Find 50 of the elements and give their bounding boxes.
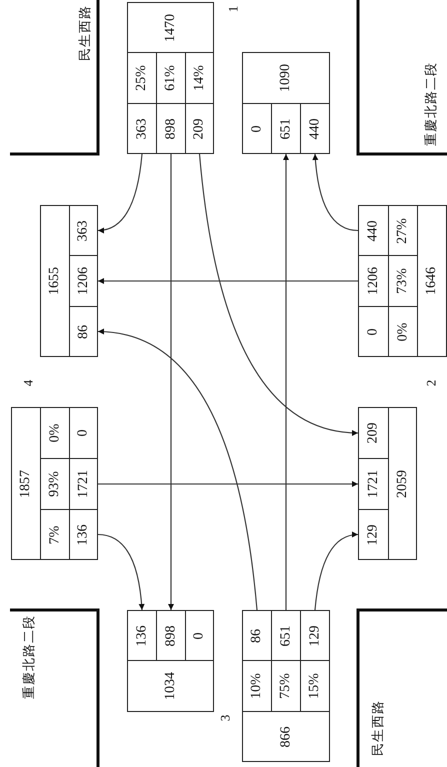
table-cell: 0 [185, 610, 214, 661]
table-cell: 136 [127, 610, 157, 661]
count-table [358, 407, 417, 560]
arrow [98, 481, 358, 487]
table-cell: 2059 [388, 407, 417, 560]
table-cell: 363 [69, 205, 98, 256]
street-name: 重慶北路二段 [20, 615, 37, 699]
curved-arrow [98, 154, 143, 233]
table-cell: 1857 [11, 407, 41, 560]
count-table [40, 205, 98, 357]
curved-arrow [98, 534, 144, 610]
count-table [127, 610, 214, 712]
table-cell: 1034 [127, 660, 214, 712]
approach-number: 2 [423, 380, 439, 386]
curved-arrow [314, 532, 358, 610]
table-cell: 866 [242, 711, 330, 762]
table-cell: 0 [242, 103, 272, 154]
table-cell: 209 [358, 407, 389, 459]
table-cell: 129 [358, 509, 389, 560]
count-table [358, 205, 447, 357]
table-cell: 440 [300, 103, 330, 154]
street-name: 民生西路 [369, 700, 386, 756]
table-cell: 86 [242, 610, 272, 661]
table-cell: 1655 [40, 205, 70, 357]
table-cell: 129 [300, 610, 330, 661]
approach-number: 4 [20, 380, 36, 386]
table-cell: 86 [69, 306, 98, 357]
table-cell: 0 [69, 407, 98, 459]
street-name: 重慶北路二段 [422, 62, 439, 146]
count-table [242, 610, 330, 762]
curved-arrow [198, 154, 358, 436]
approach-number: 1 [225, 6, 241, 12]
table-cell: 440 [358, 205, 389, 256]
table-cell: 1470 [127, 2, 214, 53]
approach-number: 3 [217, 714, 233, 722]
count-table [127, 2, 214, 154]
arrow [283, 154, 289, 610]
table-cell: 363 [127, 103, 157, 154]
table-cell: 136 [69, 509, 98, 560]
table-cell: 209 [185, 103, 214, 154]
street-name: 民生西路 [76, 5, 93, 61]
table-cell: 1090 [242, 52, 330, 104]
table-cell: 0 [358, 306, 389, 357]
curved-arrow [98, 329, 258, 610]
arrow [168, 154, 174, 610]
arrow [98, 278, 358, 284]
count-table [11, 407, 98, 560]
table-cell: 1646 [417, 205, 447, 357]
curved-arrow [312, 154, 358, 232]
count-table [242, 52, 330, 154]
